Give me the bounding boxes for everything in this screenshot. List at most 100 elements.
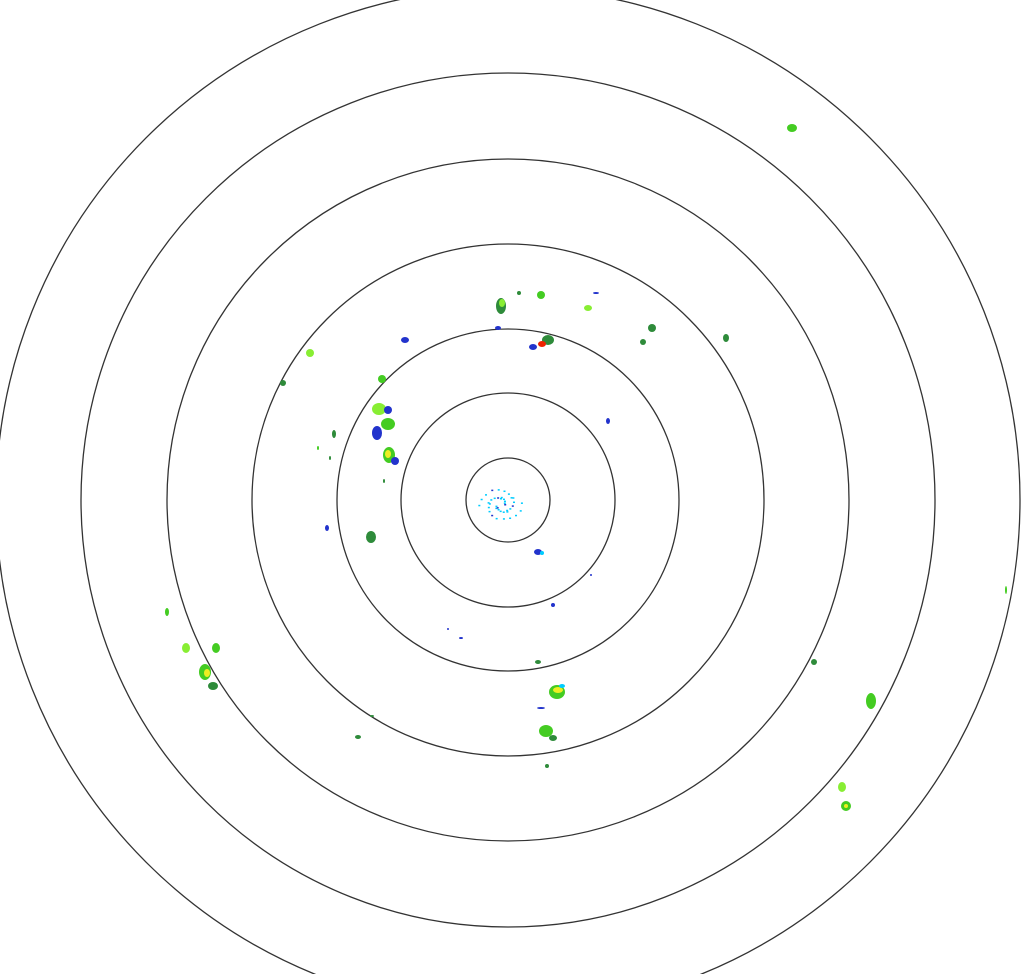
clutter-speckle xyxy=(506,509,509,512)
clutter-speckle xyxy=(511,505,514,507)
clutter-speckle xyxy=(502,498,505,501)
clutter-speckle xyxy=(497,508,500,511)
clutter-speckle xyxy=(488,503,491,505)
clutter-speckle xyxy=(487,502,490,504)
echo-cell xyxy=(306,349,314,357)
echo-cell xyxy=(182,643,190,653)
echo-cell xyxy=(545,764,549,768)
clutter-speckle xyxy=(497,497,500,499)
echo-cell xyxy=(787,124,797,132)
clutter-speckle xyxy=(488,510,491,513)
range-ring-1 xyxy=(465,457,551,543)
echo-cell xyxy=(329,456,331,460)
clutter-speckle xyxy=(507,493,510,495)
clutter-speckle xyxy=(480,498,483,501)
clutter-speckle xyxy=(515,514,518,517)
echo-cell xyxy=(212,643,220,653)
range-ring-2 xyxy=(400,392,616,608)
echo-cell xyxy=(534,549,542,555)
echo-cell xyxy=(1005,586,1007,594)
clutter-speckle xyxy=(503,502,506,504)
echo-cell xyxy=(529,344,537,350)
clutter-speckle xyxy=(491,489,494,492)
clutter-speckle xyxy=(496,507,499,509)
echo-cell xyxy=(447,628,449,630)
echo-cell xyxy=(332,430,336,438)
clutter-speckle xyxy=(500,498,502,500)
range-ring-3 xyxy=(336,328,680,672)
echo-cell xyxy=(549,735,557,741)
echo-cell xyxy=(811,659,817,665)
echo-cell xyxy=(208,682,218,690)
clutter-speckle xyxy=(497,489,500,491)
echo-cell xyxy=(325,525,329,531)
range-ring-6 xyxy=(80,72,936,928)
echo-cell xyxy=(559,684,565,688)
range-ring-4 xyxy=(251,243,765,757)
echo-cell xyxy=(280,380,286,386)
echo-cell xyxy=(370,715,374,717)
clutter-speckle xyxy=(487,506,490,509)
echo-cell xyxy=(838,782,846,792)
clutter-speckle xyxy=(519,510,522,512)
echo-cell xyxy=(648,324,656,332)
clutter-speckle xyxy=(493,497,496,500)
echo-cell xyxy=(355,735,361,739)
clutter-speckle xyxy=(499,510,502,513)
echo-cell xyxy=(553,687,563,693)
echo-cell xyxy=(517,291,521,295)
clutter-speckle xyxy=(485,494,488,496)
clutter-speckle xyxy=(502,518,505,520)
clutter-speckle xyxy=(512,497,515,499)
clutter-speckle xyxy=(503,490,506,493)
echo-cell xyxy=(866,693,876,709)
echo-cell xyxy=(495,326,501,330)
echo-cell xyxy=(459,637,463,639)
clutter-speckle xyxy=(506,511,509,513)
echo-cell xyxy=(640,339,646,345)
clutter-speckle xyxy=(491,514,494,517)
echo-cell xyxy=(317,446,319,450)
echo-cell xyxy=(381,418,395,430)
echo-cell xyxy=(391,457,399,465)
echo-cell xyxy=(372,403,386,415)
echo-cell xyxy=(539,725,553,737)
echo-cell xyxy=(401,337,409,343)
echo-cell xyxy=(593,292,599,294)
echo-cell xyxy=(385,450,391,458)
echo-cell xyxy=(384,406,392,414)
clutter-speckle xyxy=(510,497,513,499)
clutter-speckle xyxy=(509,508,512,510)
echo-cell xyxy=(551,603,555,607)
echo-cell xyxy=(538,341,546,347)
clutter-speckle xyxy=(512,501,515,504)
clutter-speckle xyxy=(495,505,498,508)
echo-cell xyxy=(584,305,592,311)
range-ring-5 xyxy=(166,158,850,842)
clutter-speckle xyxy=(490,499,493,501)
echo-cell xyxy=(537,707,545,709)
clutter-speckle xyxy=(502,511,505,513)
echo-cell xyxy=(165,608,169,616)
echo-cell xyxy=(378,375,386,383)
echo-cell xyxy=(590,574,592,576)
echo-cell xyxy=(366,531,376,543)
echo-cell xyxy=(540,551,544,555)
echo-cell xyxy=(723,334,729,342)
clutter-speckle xyxy=(495,507,498,510)
clutter-speckle xyxy=(500,496,503,499)
clutter-speckle xyxy=(509,517,512,520)
echo-cell xyxy=(499,299,505,307)
precipitation-echoes xyxy=(165,124,1007,811)
echo-cell xyxy=(844,804,848,808)
echo-cell xyxy=(535,660,541,664)
clutter-speckle xyxy=(503,500,506,503)
echo-cell xyxy=(204,669,210,677)
clutter-speckle xyxy=(495,517,498,520)
echo-cell xyxy=(372,426,382,440)
clutter-speckle xyxy=(478,504,481,507)
clutter-speckle xyxy=(520,502,523,504)
clutter-speckle xyxy=(504,504,507,506)
